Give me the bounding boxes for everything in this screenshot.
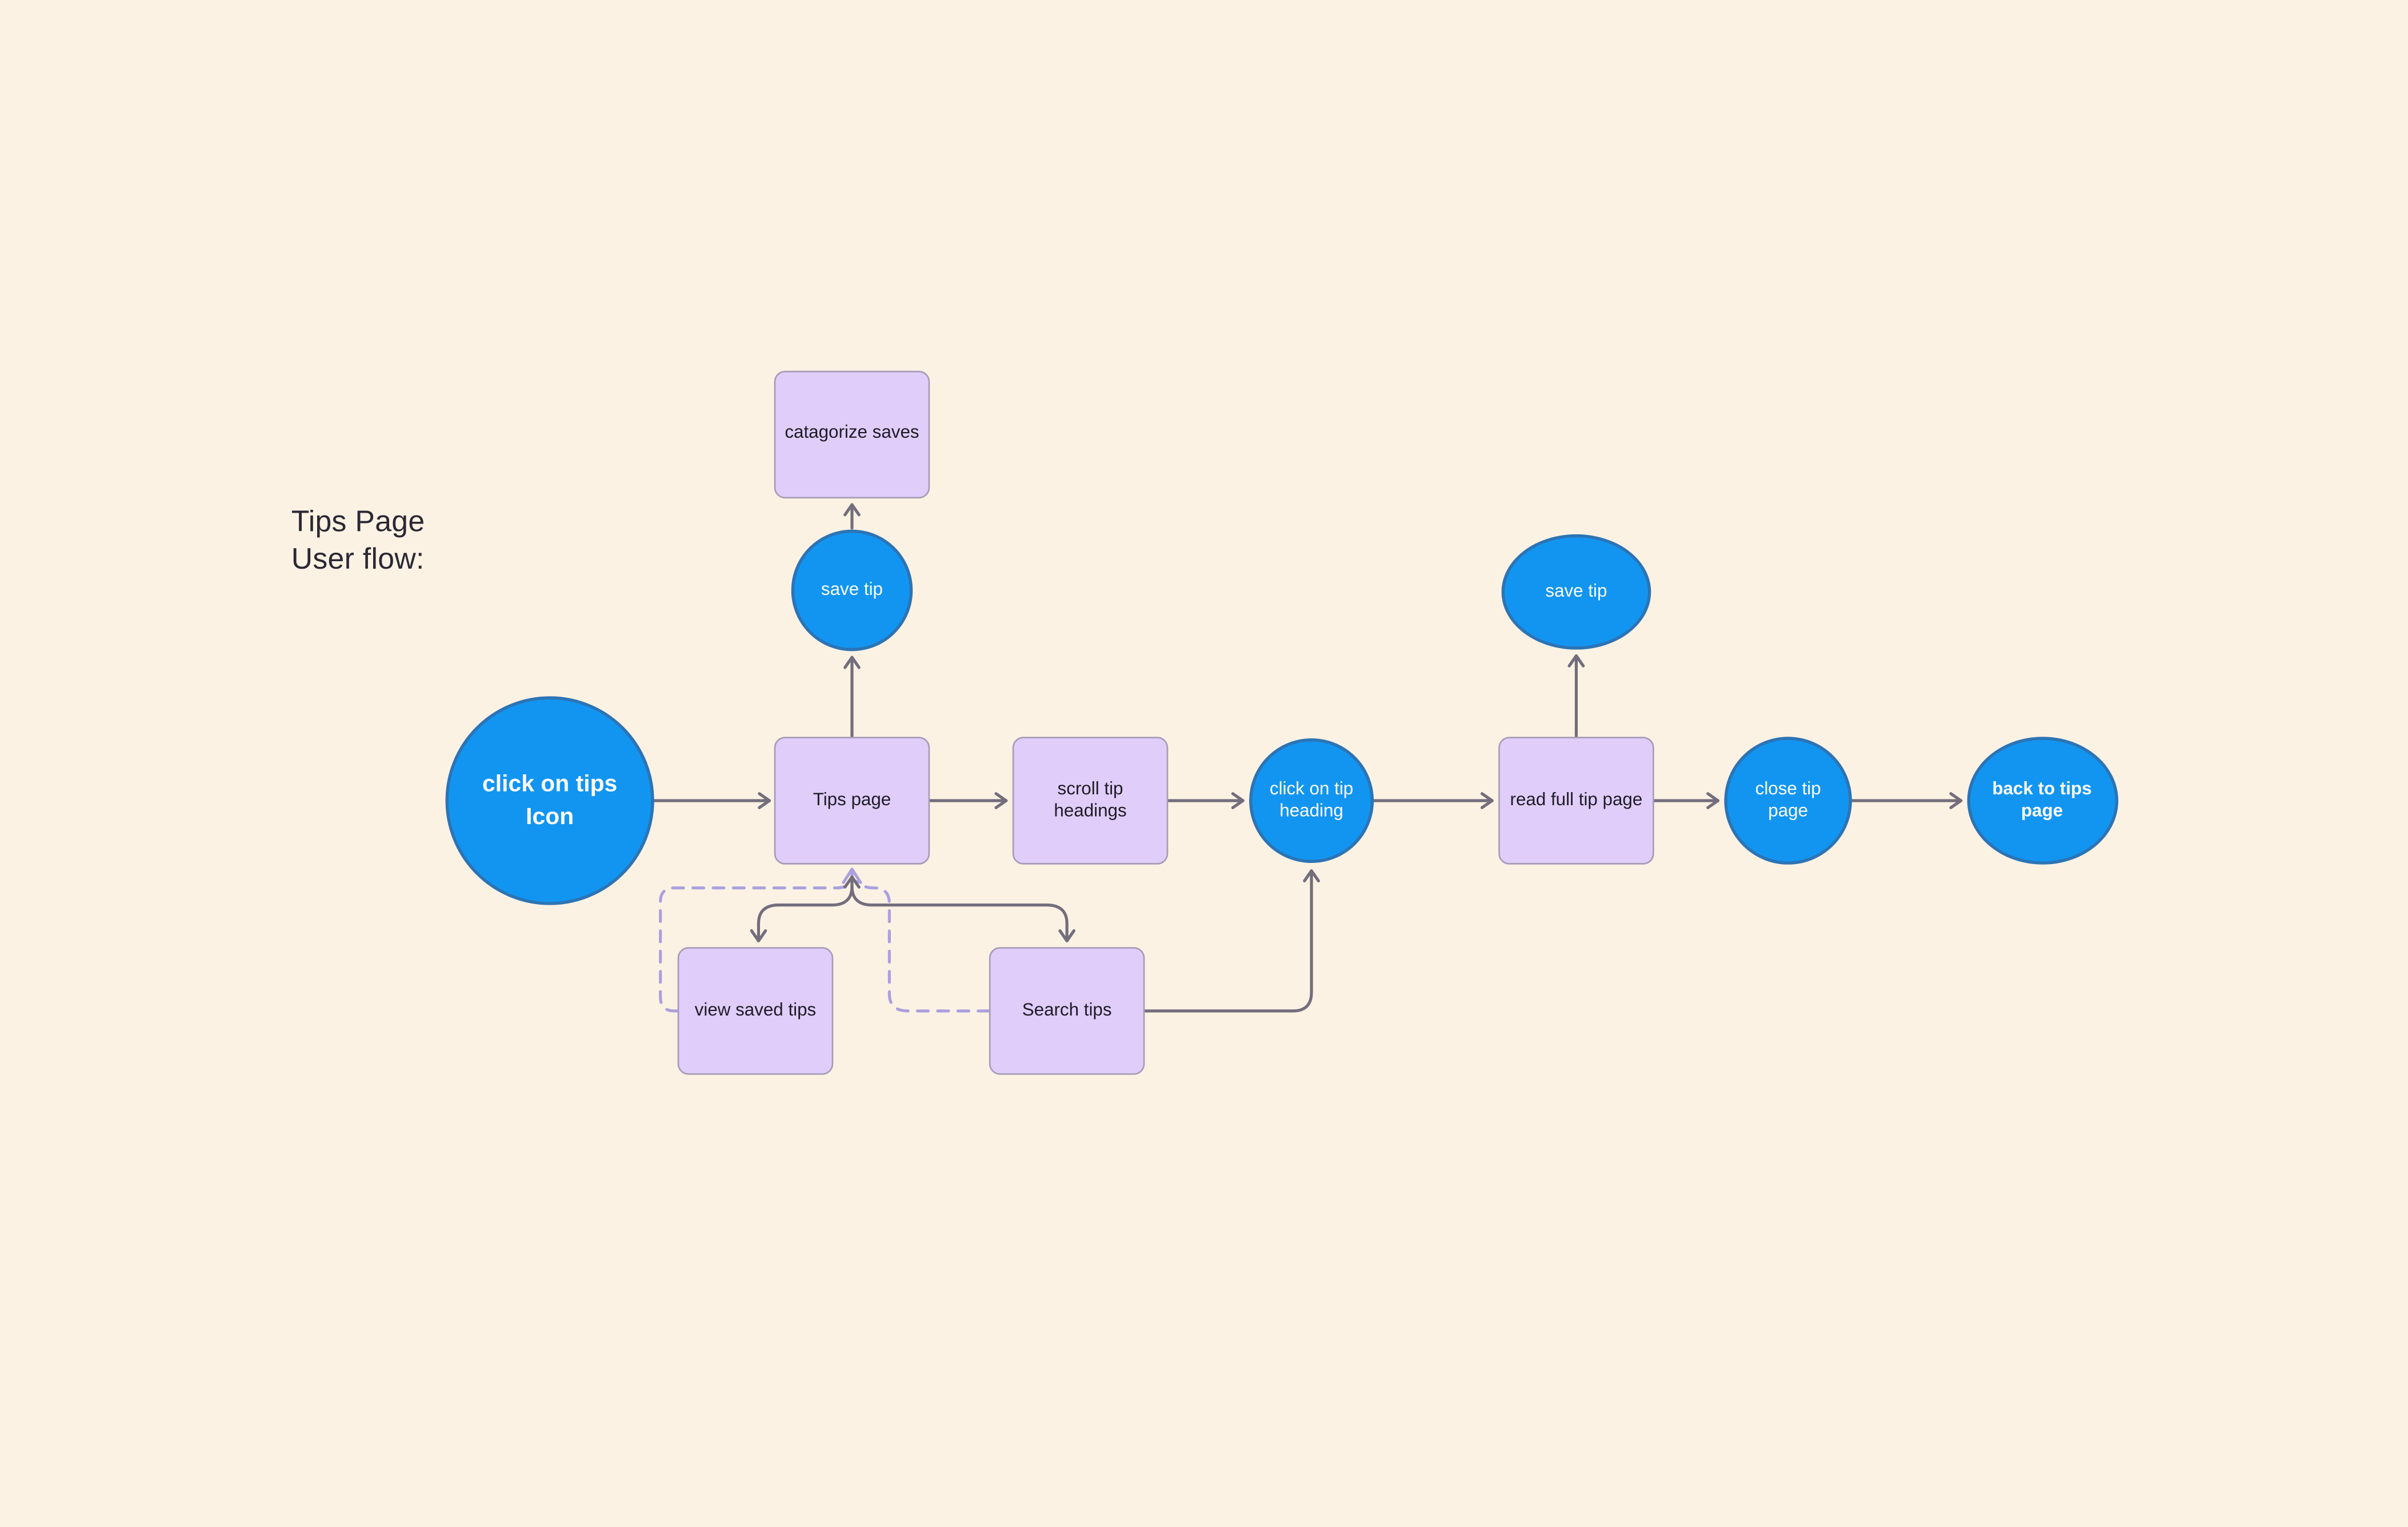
node-view-saved-tips[interactable]: view saved tips [677,947,834,1075]
node-click-on-tip-heading[interactable]: click on tip heading [1249,738,1374,864]
node-close-tip-page[interactable]: close tip page [1724,737,1852,865]
node-scroll-tip-headings[interactable]: scroll tip headings [1012,737,1169,865]
node-label: read full tip page [1510,790,1643,810]
diagram-title: Tips Page User flow: [291,505,425,578]
node-label: Tips page [813,790,891,810]
node-search-tips[interactable]: Search tips [989,947,1145,1075]
node-save-tip-2[interactable]: save tip [1501,534,1651,650]
connector-dashed-view-saved-tips-to-tips-page [659,868,862,1013]
node-back-to-tips-page[interactable]: back to tips page [1966,737,2118,865]
node-tips-page[interactable]: Tips page [774,737,930,865]
node-label: click on tips Icon [482,770,618,830]
node-label: back to tips page [1992,780,2092,821]
node-label: save tip [821,581,883,599]
node-label: close tip page [1755,780,1821,821]
connector-searchtips-to-clickheading [1143,869,1320,1013]
connector-tipspage-to-searchtips [850,885,1075,942]
node-label: view saved tips [694,1001,817,1020]
connector-tipspage-to-viewsaved [750,885,854,942]
diagram-title-line1: Tips Page [291,506,425,539]
node-read-full-tip-page[interactable]: read full tip page [1498,737,1654,865]
connector-dashed-search-tips-to-tips-page [855,880,991,1013]
node-label: catagorize saves [785,424,919,443]
node-click-tips-icon[interactable]: click on tips Icon [445,696,654,905]
node-label: save tip [1545,582,1607,601]
node-label: click on tip heading [1269,780,1354,821]
node-label: scroll tip headings [1054,780,1127,821]
diagram-title-line2: User flow: [291,542,425,576]
node-save-tip-1[interactable]: save tip [791,529,913,651]
node-catagorize-saves[interactable]: catagorize saves [774,370,930,498]
node-label: Search tips [1022,1001,1112,1020]
